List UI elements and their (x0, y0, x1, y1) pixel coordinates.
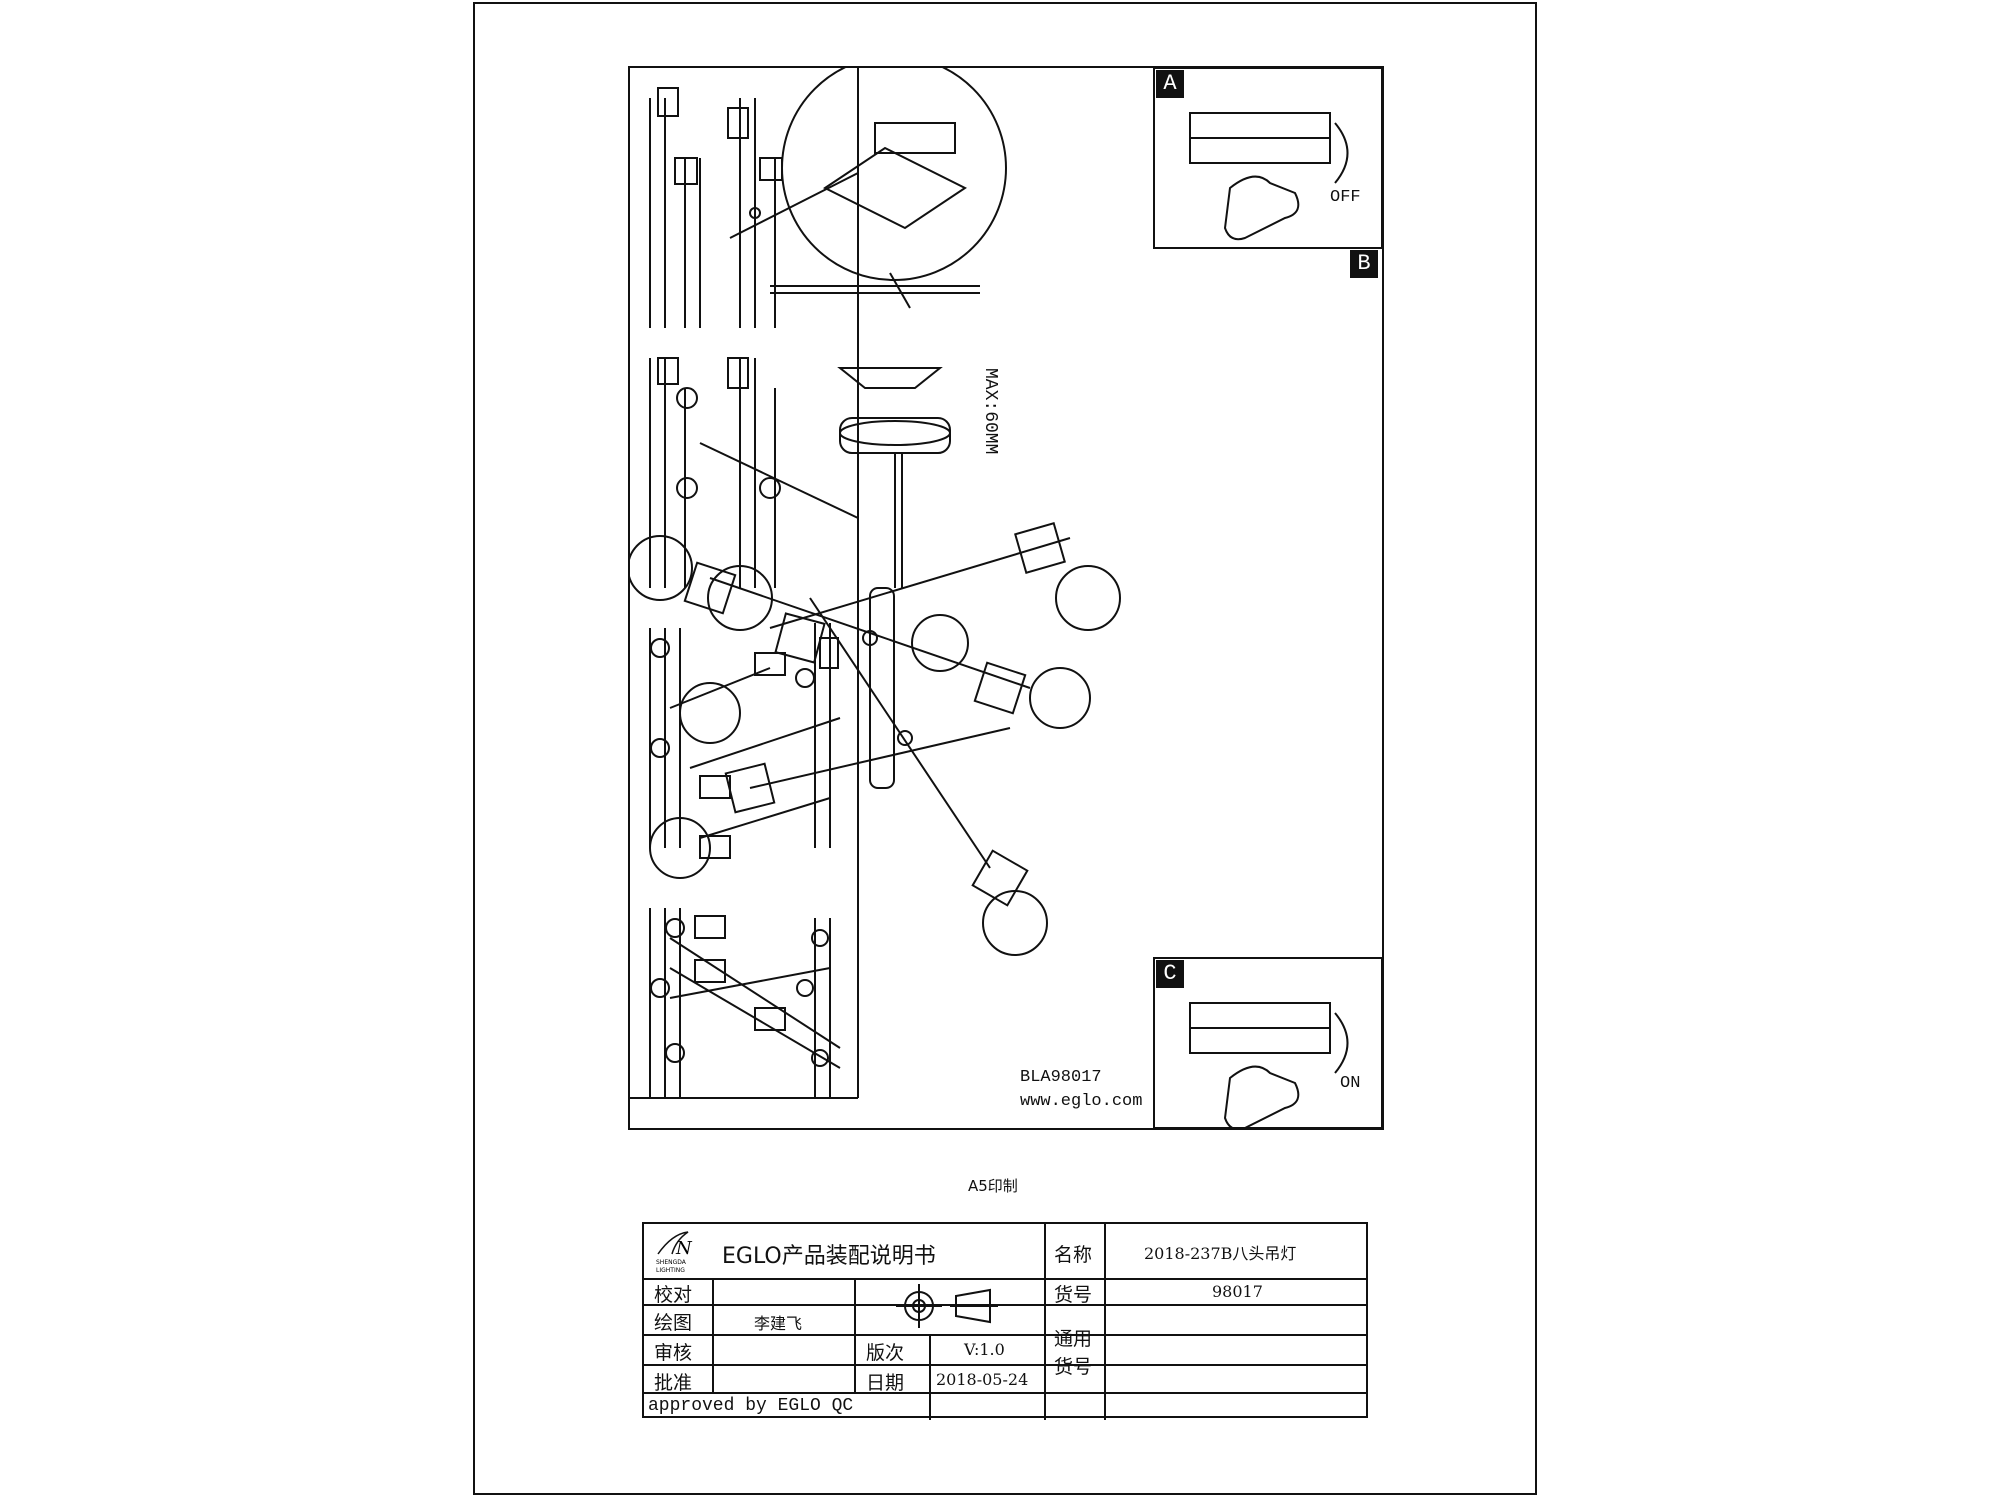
step-badge-b: B (1350, 250, 1378, 278)
proofread-label: 校对 (654, 1284, 693, 1306)
drawn-label: 绘图 (654, 1312, 693, 1334)
title-block: N SHENGDA LIGHTING EGLO产品装配说明书 名称 2018-2… (642, 1222, 1368, 1420)
left-step-3 (649, 623, 841, 859)
switch-off-label: OFF (1330, 188, 1361, 207)
version-label: 版次 (866, 1342, 905, 1364)
website-label: www.eglo.com (1020, 1092, 1143, 1111)
general-item-label-1: 通用 (1054, 1328, 1093, 1350)
max-length-label: MAX:60MM (980, 368, 1000, 455)
switch-on-label: ON (1340, 1074, 1361, 1093)
date-value: 2018-05-24 (936, 1370, 1029, 1389)
date-label: 日期 (866, 1372, 905, 1394)
review-label: 审核 (654, 1342, 693, 1364)
model-code: BLA98017 (1020, 1068, 1102, 1087)
assembly-drawing (630, 68, 1382, 1128)
approve-label: 批准 (654, 1372, 693, 1394)
item-no-label: 货号 (1054, 1284, 1093, 1306)
step-badge-c: C (1156, 960, 1184, 988)
brand-logo: N SHENGDA LIGHTING (650, 1228, 708, 1274)
document-sheet (473, 2, 1537, 1495)
general-item-label-2: 货号 (1054, 1356, 1093, 1378)
drawn-value: 李建飞 (754, 1314, 803, 1333)
version-value: V:1.0 (964, 1340, 1005, 1359)
left-step-1 (649, 87, 859, 328)
assembly-figure: A B C OFF ON MAX:60MM BLA98017 www.eglo.… (628, 66, 1384, 1130)
step-badge-a: A (1156, 70, 1184, 98)
print-size-note: A5印制 (968, 1177, 1018, 1195)
svg-text:N: N (675, 1238, 693, 1259)
svg-text:SHENGDA: SHENGDA (656, 1259, 687, 1266)
item-no-value: 98017 (1212, 1282, 1263, 1301)
projection-symbol (894, 1282, 1004, 1330)
left-step-2 (649, 357, 859, 588)
name-value: 2018-237B八头吊灯 (1144, 1244, 1297, 1263)
left-step-4 (649, 908, 841, 1098)
approved-by: approved by EGLO QC (648, 1396, 854, 1416)
name-label: 名称 (1054, 1244, 1093, 1266)
svg-text:LIGHTING: LIGHTING (656, 1267, 685, 1274)
document-title: EGLO产品装配说明书 (722, 1244, 936, 1269)
